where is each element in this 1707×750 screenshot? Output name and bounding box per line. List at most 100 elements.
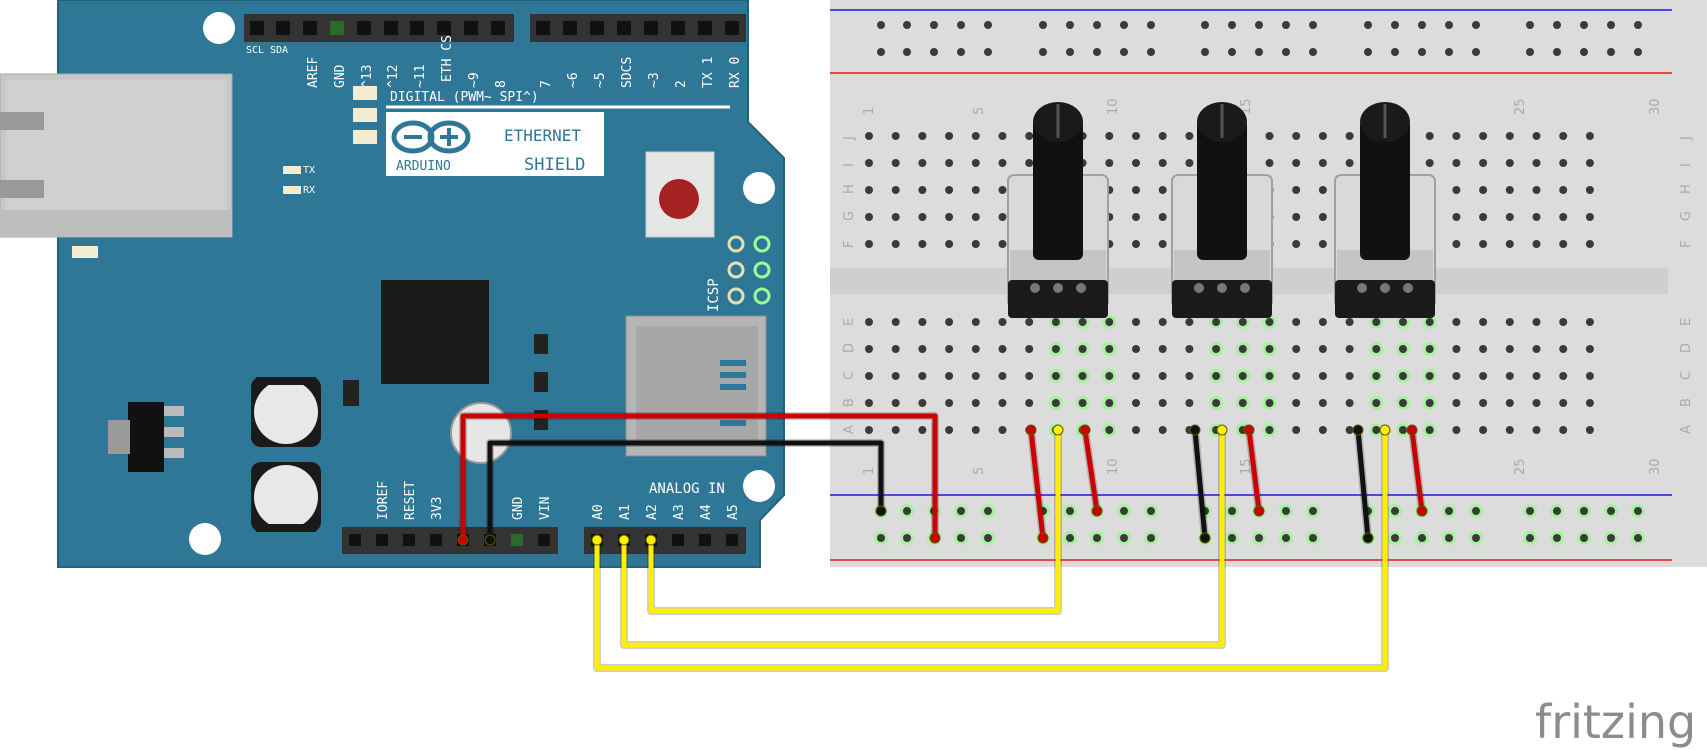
model-line1: ETHERNET xyxy=(504,126,581,145)
breadboard-hole xyxy=(1212,372,1221,380)
pot1-power-wire xyxy=(1025,424,1049,544)
breadboard-hole xyxy=(1425,372,1434,380)
row-letter: G xyxy=(1679,211,1694,221)
rail-hole xyxy=(1093,21,1101,29)
digital-pin-label: SCL xyxy=(246,45,264,56)
breadboard-hole xyxy=(1105,318,1114,326)
breadboard-hole xyxy=(1265,318,1274,326)
breadboard-hole xyxy=(1158,240,1167,248)
breadboard-hole xyxy=(998,213,1007,221)
breadboard-hole xyxy=(1452,399,1461,407)
rail-hole xyxy=(1553,534,1561,542)
breadboard-hole xyxy=(1292,132,1301,140)
ethernet-jack xyxy=(0,73,233,238)
header-pin xyxy=(511,534,523,546)
breadboard-hole xyxy=(1585,426,1594,434)
rail-hole xyxy=(1147,48,1155,56)
breadboard-hole xyxy=(891,345,900,353)
breadboard-hole xyxy=(945,132,954,140)
breadboard-hole xyxy=(918,186,927,194)
breadboard-hole xyxy=(1265,399,1274,407)
breadboard-hole xyxy=(1559,186,1568,194)
rail-hole xyxy=(1282,48,1290,56)
rail-hole xyxy=(1580,48,1588,56)
rail-hole xyxy=(1580,21,1588,29)
breadboard-hole xyxy=(1238,372,1247,380)
rail-hole xyxy=(1526,507,1534,515)
row-letter: J xyxy=(1679,136,1694,141)
rail-hole xyxy=(1472,507,1480,515)
breadboard-hole xyxy=(1399,318,1407,326)
breadboard-hole xyxy=(1212,318,1221,326)
analog-in-label: ANALOG IN xyxy=(649,481,725,497)
breadboard-hole xyxy=(1318,372,1327,380)
breadboard-hole xyxy=(1425,318,1434,326)
breadboard-hole xyxy=(971,345,980,353)
breadboard-hole xyxy=(1132,345,1140,353)
header-pin xyxy=(349,534,361,546)
breadboard-hole xyxy=(1585,372,1594,380)
breadboard-hole xyxy=(1051,318,1060,326)
breadboard-hole xyxy=(918,345,927,353)
breadboard-hole xyxy=(1238,399,1247,407)
breadboard-hole xyxy=(1158,213,1167,221)
rx-label: RX xyxy=(303,185,315,196)
breadboard-hole xyxy=(891,132,900,140)
rail-hole xyxy=(1066,48,1074,56)
row-letter: F xyxy=(842,241,857,248)
row-letter: J xyxy=(842,136,857,141)
power-pin-label: GND xyxy=(511,496,526,520)
breadboard-hole xyxy=(1559,213,1568,221)
breadboard-hole xyxy=(1452,426,1461,434)
rail-hole xyxy=(1201,21,1209,29)
rail-hole xyxy=(1391,534,1399,542)
breadboard-holes xyxy=(865,21,1645,545)
row-letter: I xyxy=(1679,163,1694,167)
rail-hole xyxy=(1580,507,1588,515)
header-pin xyxy=(430,534,442,546)
breadboard-hole xyxy=(918,426,927,434)
breadboard-hole xyxy=(1292,240,1301,248)
breadboard-hole xyxy=(1105,372,1114,380)
breadboard-hole xyxy=(1425,426,1434,434)
breadboard-hole xyxy=(998,426,1007,434)
mounting-hole xyxy=(189,523,221,555)
breadboard-hole xyxy=(1372,345,1381,353)
breadboard-hole xyxy=(998,159,1007,167)
rail-hole xyxy=(1309,507,1317,515)
breadboard-hole xyxy=(945,159,954,167)
rail-hole xyxy=(1526,534,1534,542)
breadboard-hole xyxy=(1265,132,1274,140)
breadboard-hole xyxy=(1479,159,1488,167)
breadboard-hole xyxy=(1585,345,1594,353)
rail-hole xyxy=(1634,534,1642,542)
breadboard-hole xyxy=(865,213,873,221)
icsp-pin xyxy=(753,261,771,279)
rail-hole xyxy=(1607,507,1615,515)
breadboard-hole xyxy=(1479,318,1488,326)
digital-pin-label: AREF xyxy=(306,57,321,88)
breadboard-hole xyxy=(1559,372,1568,380)
rail-hole xyxy=(930,21,938,29)
breadboard-hole xyxy=(891,399,900,407)
rail-hole xyxy=(1472,21,1480,29)
breadboard-hole xyxy=(1318,240,1327,248)
rail-hole xyxy=(1228,534,1236,542)
digital-pin-label: ~9 xyxy=(467,72,482,88)
rail-hole xyxy=(1147,21,1155,29)
rail-hole xyxy=(1391,507,1399,515)
breadboard-hole xyxy=(1185,372,1194,380)
row-letter: A xyxy=(842,425,857,434)
breadboard-hole xyxy=(1532,372,1541,380)
rail-hole xyxy=(930,48,938,56)
column-number: 1 xyxy=(862,107,877,115)
row-letter: D xyxy=(1679,343,1694,353)
breadboard-hole xyxy=(1078,318,1087,326)
mounting-hole xyxy=(203,12,235,44)
analog-pin-label: A3 xyxy=(672,504,687,520)
breadboard-hole xyxy=(1025,399,1034,407)
breadboard-hole xyxy=(1345,132,1354,140)
digital-pin-label: 8 xyxy=(494,80,509,88)
breadboard-hole xyxy=(1505,372,1514,380)
breadboard-hole xyxy=(971,318,980,326)
